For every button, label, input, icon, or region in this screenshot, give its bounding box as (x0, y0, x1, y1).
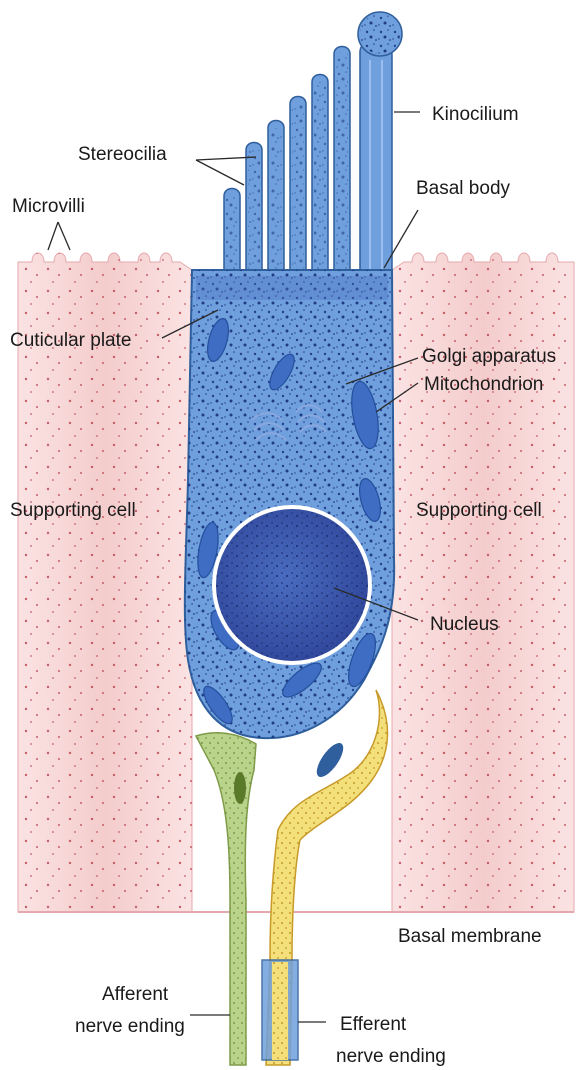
supporting-cell-left (18, 253, 192, 912)
label-stereocilia: Stereocilia (78, 144, 167, 165)
label-efferent-line1: Efferent (340, 1014, 407, 1035)
label-basal-body: Basal body (416, 178, 511, 199)
cuticular-plate (196, 276, 388, 300)
label-microvilli: Microvilli (12, 196, 85, 217)
label-supporting-cell-left: Supporting cell (10, 500, 136, 521)
stereocilia-bundle (224, 47, 350, 273)
label-basal-membrane: Basal membrane (398, 926, 542, 947)
efferent-nerve-ending (262, 690, 388, 1065)
kinocilium (358, 12, 402, 272)
label-supporting-cell-right: Supporting cell (416, 500, 542, 521)
label-mitochondrion: Mitochondrion (424, 374, 543, 395)
label-afferent-line1: Afferent (102, 984, 169, 1005)
label-cuticular-plate: Cuticular plate (10, 330, 131, 351)
label-afferent-line2: nerve ending (75, 1016, 185, 1037)
label-kinocilium: Kinocilium (432, 104, 519, 125)
label-golgi-apparatus: Golgi apparatus (422, 346, 556, 367)
label-efferent-line2: nerve ending (336, 1046, 446, 1067)
stereocilia-dots (226, 54, 348, 272)
nucleus (212, 505, 372, 665)
label-nucleus: Nucleus (430, 614, 499, 635)
